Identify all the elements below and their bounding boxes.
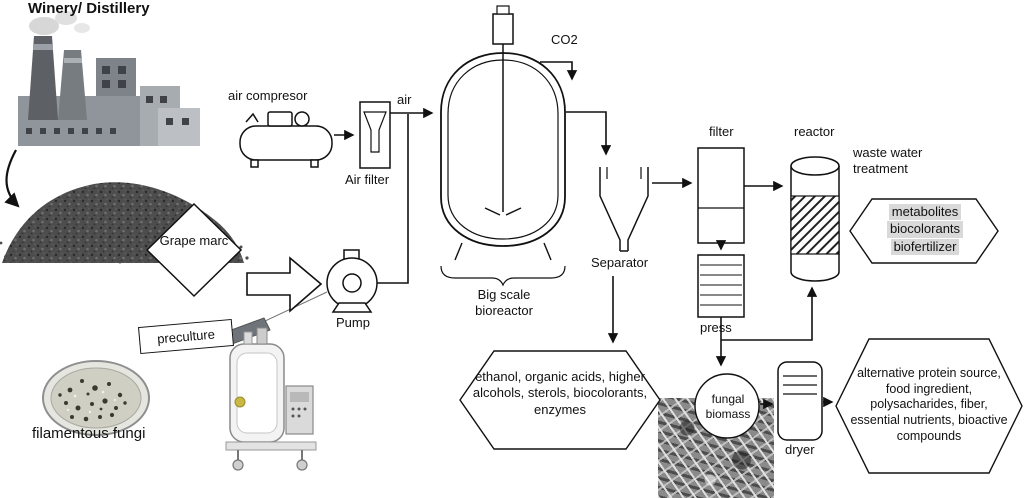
co2-label: CO2 bbox=[551, 32, 578, 47]
fermentation-products-hexagon bbox=[459, 350, 661, 450]
air-compressor-icon bbox=[239, 111, 333, 168]
dryer-label: dryer bbox=[785, 442, 815, 457]
flow-block-arrow bbox=[246, 256, 323, 313]
metabolites-text: metabolites biocolorants biofertilizer bbox=[852, 203, 998, 255]
grape-marc-diamond bbox=[145, 202, 243, 298]
fermentation-products-text: ethanol, organic acids, higher alcohols,… bbox=[472, 369, 648, 417]
winery-factory-icon bbox=[18, 11, 200, 146]
fungal-biomass-label: fungal biomass bbox=[705, 392, 751, 421]
reactor-label: reactor bbox=[794, 124, 835, 139]
separator-label: Separator bbox=[591, 255, 649, 270]
pipe-pump-to-bioreactor bbox=[377, 114, 409, 284]
agitator-motor-icon bbox=[492, 13, 514, 45]
preculture-fermenter-icon bbox=[225, 291, 328, 471]
arrow-press-to-reactor bbox=[721, 286, 818, 341]
bioreactor-brace bbox=[440, 265, 566, 287]
press-label: press bbox=[700, 320, 732, 335]
air-filter-label: Air filter bbox=[345, 172, 390, 187]
arrow-co2-out bbox=[540, 61, 578, 81]
pump-icon bbox=[326, 249, 378, 313]
metabolites-line-2: biocolorants bbox=[886, 221, 964, 238]
filamentous-fungi-label: filamentous fungi bbox=[32, 425, 146, 442]
arrow-bioreactor-to-separator bbox=[566, 111, 612, 156]
metabolites-line-1: metabolites bbox=[888, 204, 962, 221]
biomass-products-hexagon bbox=[835, 338, 1023, 474]
air-compressor-label: air compresor bbox=[228, 88, 308, 103]
fungal-biomass-circle bbox=[694, 373, 760, 439]
biomass-products-text: alternative protein source, food ingredi… bbox=[850, 366, 1008, 443]
air-label: air bbox=[397, 92, 412, 107]
metabolites-line-3: biofertilizer bbox=[890, 238, 960, 255]
bioreactor-label: Big scale bioreactor bbox=[475, 287, 533, 319]
filter-icon bbox=[697, 147, 745, 244]
arrow-factory-to-marc bbox=[4, 149, 20, 208]
reactor-icon bbox=[790, 156, 840, 282]
grape-marc-label: Grape marc bbox=[159, 233, 229, 248]
air-filter-icon bbox=[359, 101, 391, 169]
pump-label: Pump bbox=[336, 315, 370, 330]
dryer-icon bbox=[777, 361, 823, 441]
filter-label: filter bbox=[709, 124, 734, 139]
factory-windows bbox=[26, 66, 189, 134]
preculture-label: preculture bbox=[156, 326, 216, 347]
separator-icon bbox=[599, 167, 649, 252]
petri-dish-icon bbox=[42, 360, 150, 436]
waste-water-label: waste water treatment bbox=[853, 145, 923, 177]
diagram-title: Winery/ Distillery bbox=[28, 0, 150, 17]
press-icon bbox=[697, 254, 745, 318]
flow-arrows bbox=[4, 61, 834, 410]
bioreactor-vessel bbox=[440, 5, 566, 287]
